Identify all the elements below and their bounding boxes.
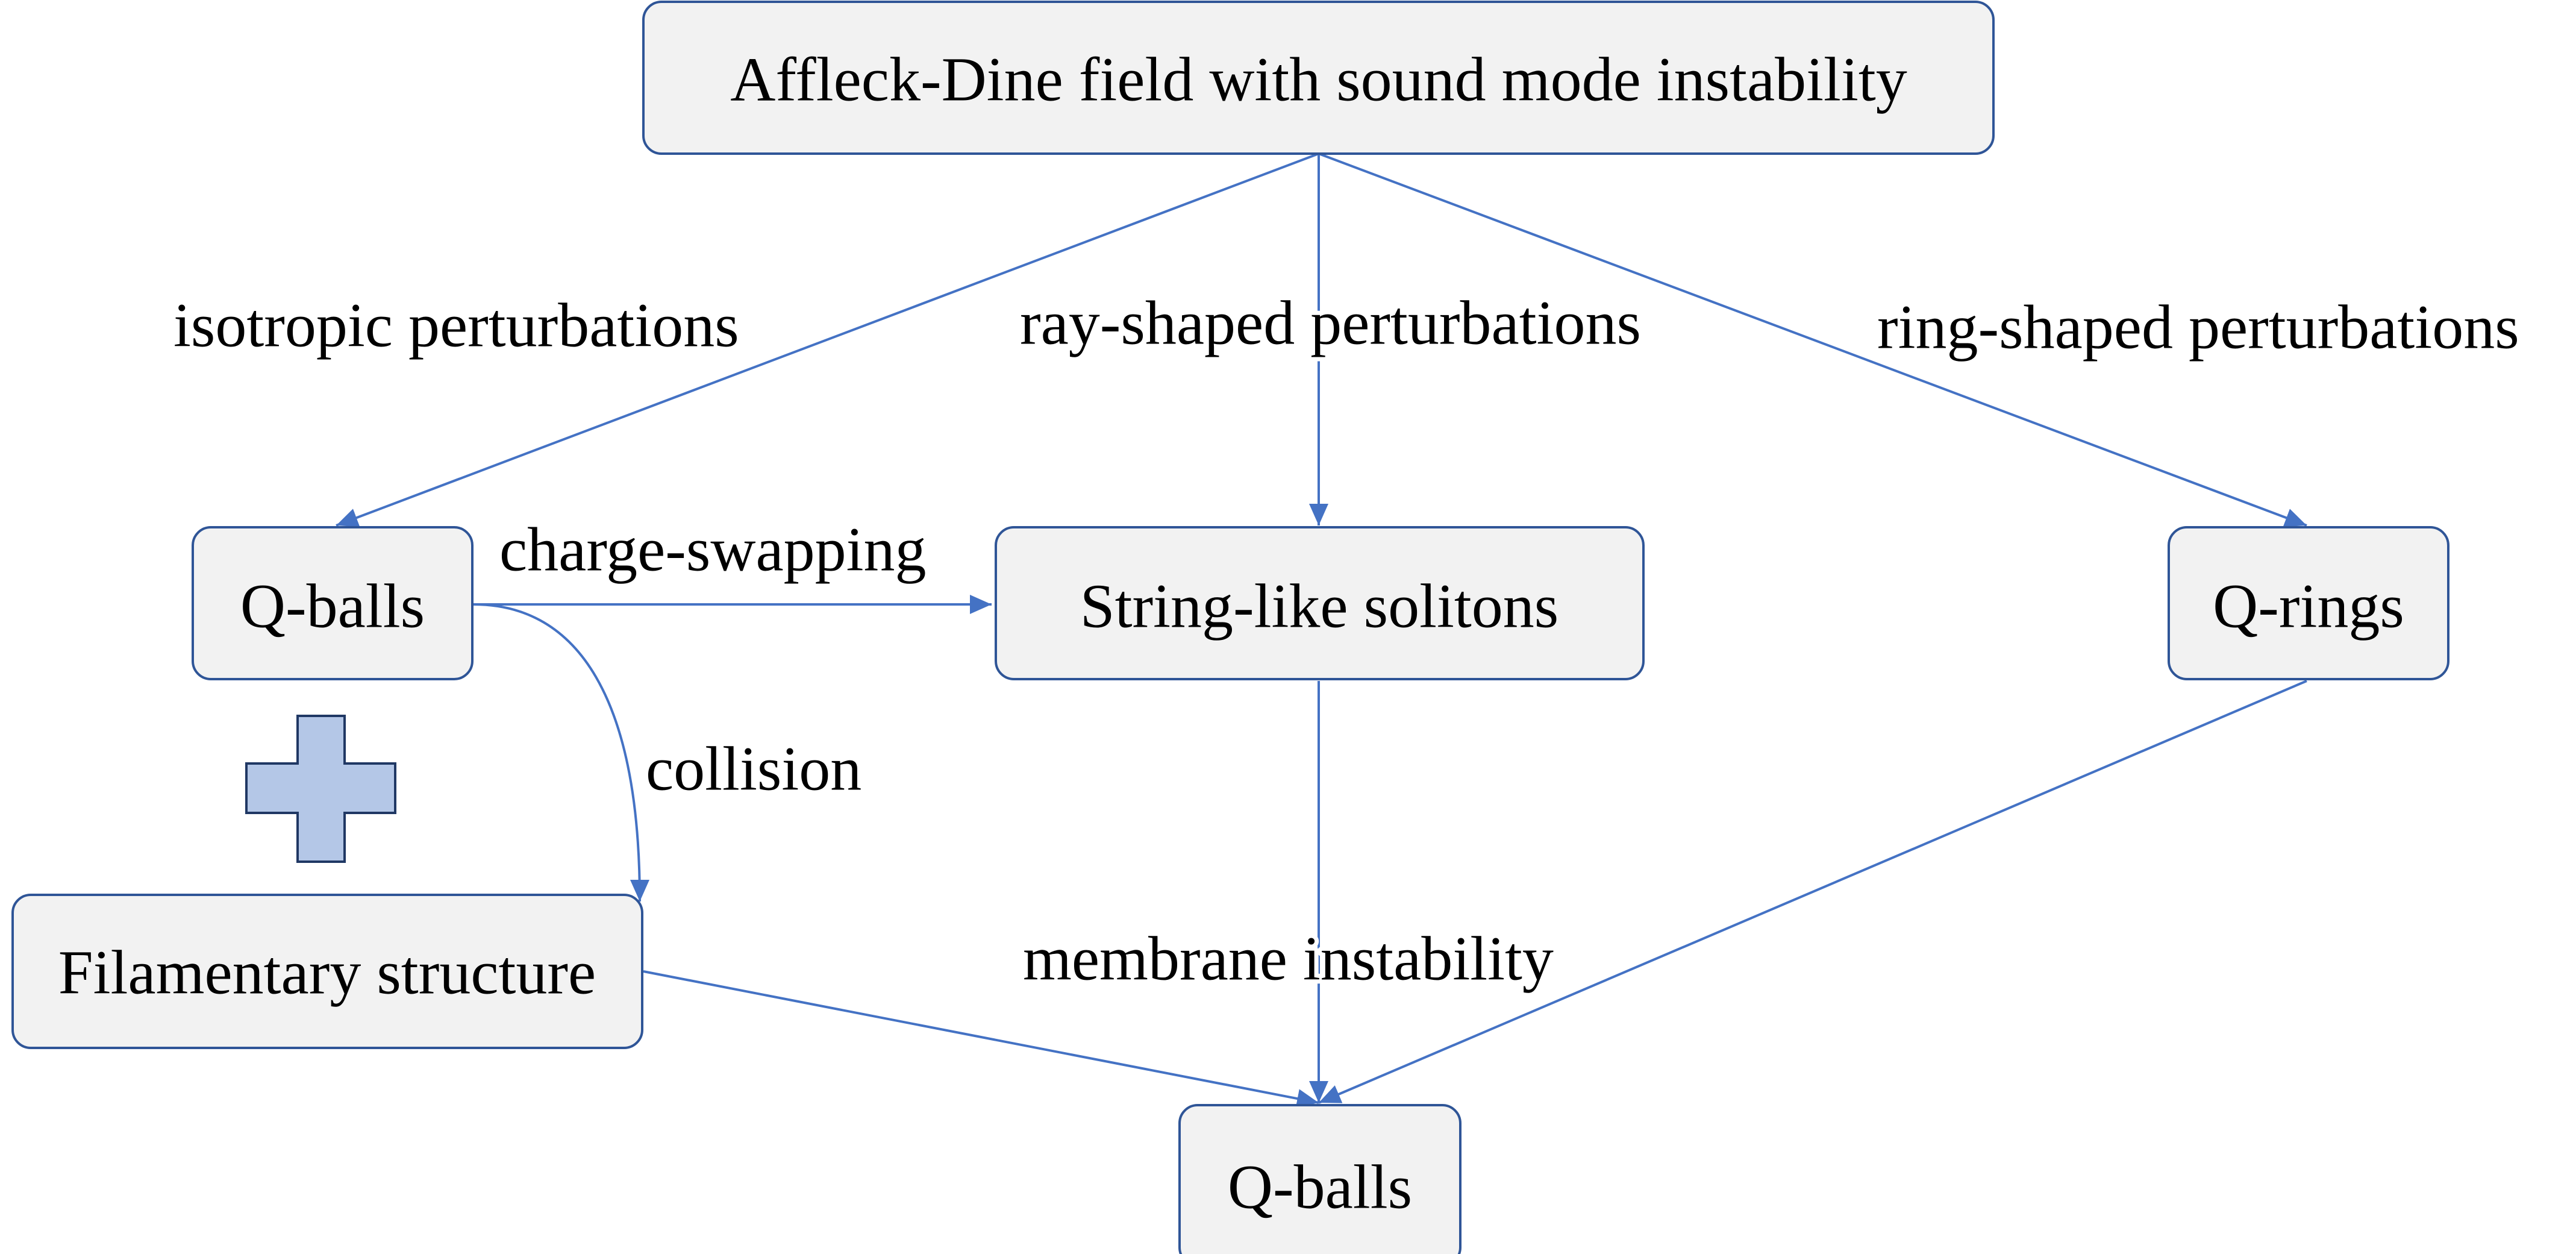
node-qrings-text: Q-rings: [2213, 572, 2404, 641]
node-string-solitons-text: String-like solitons: [1080, 572, 1558, 641]
label-ray-shaped-perturbations: ray-shaped perturbations: [1020, 289, 1641, 358]
node-root: Affleck-Dine field with sound mode insta…: [642, 1, 1995, 155]
node-qballs-bottom-text: Q-balls: [1228, 1153, 1412, 1222]
node-qballs-left: Q-balls: [192, 526, 474, 680]
node-qrings: Q-rings: [2168, 526, 2449, 680]
edge-qballs-to-filamentary: [473, 603, 649, 902]
label-isotropic-perturbations: isotropic perturbations: [174, 291, 739, 360]
edge-root-to-qrings: [1318, 152, 2307, 527]
edge-qrings-to-qballs: [1318, 680, 2307, 1104]
edge-root-to-qballs: [336, 152, 1319, 527]
edges: [336, 152, 2307, 1108]
node-qballs-bottom: Q-balls: [1178, 1104, 1462, 1254]
label-ring-shaped-perturbations: ring-shaped perturbations: [1877, 293, 2519, 362]
node-string-solitons: String-like solitons: [995, 526, 1645, 680]
plus-icon: [245, 715, 396, 863]
edge-labels: isotropic perturbations ray-shaped pertu…: [169, 284, 2524, 998]
node-qballs-left-text: Q-balls: [240, 572, 425, 641]
label-membrane-instability: membrane instability: [1023, 924, 1554, 994]
label-charge-swapping: charge-swapping: [499, 515, 927, 585]
node-filamentary-text: Filamentary structure: [58, 938, 596, 1008]
edge-filamentary-to-qballs: [643, 970, 1319, 1108]
label-collision: collision: [646, 735, 861, 804]
node-root-text: Affleck-Dine field with sound mode insta…: [730, 45, 1907, 114]
node-filamentary: Filamentary structure: [11, 894, 643, 1049]
